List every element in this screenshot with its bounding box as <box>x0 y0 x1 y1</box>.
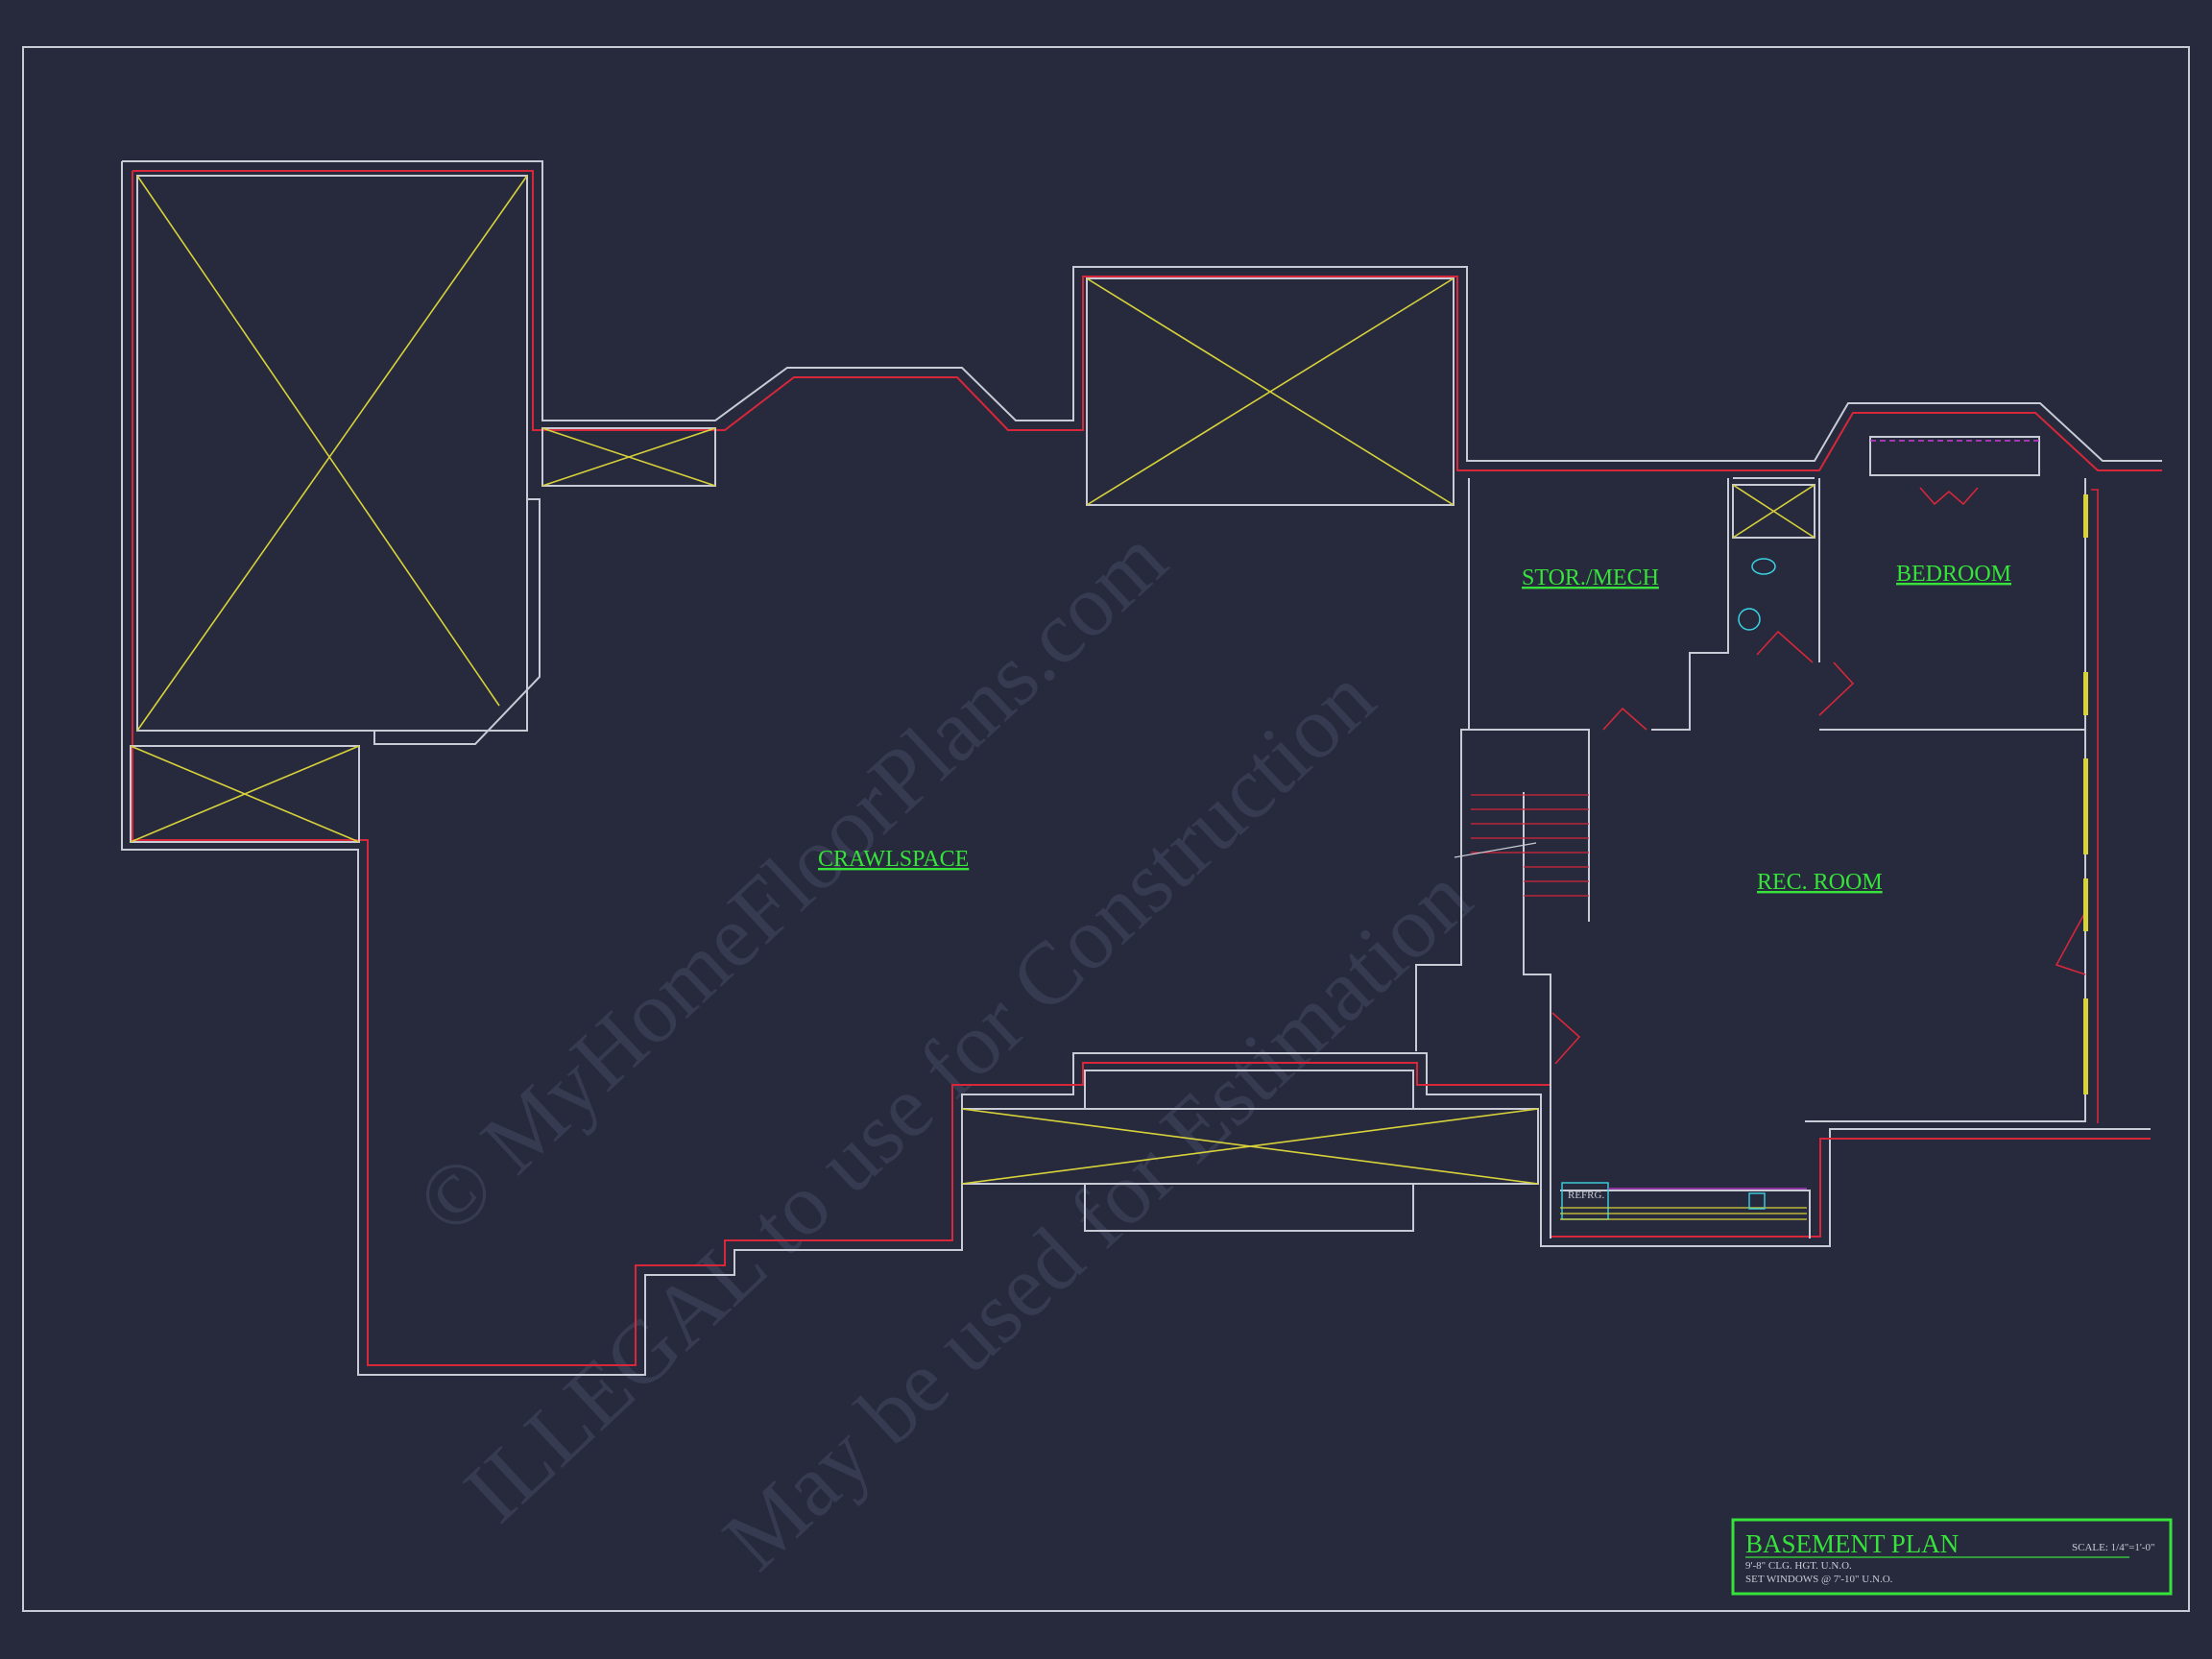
watermark: © MyHomeFloorPlans.com ILLEGAL to use fo… <box>397 510 1489 1589</box>
sink-kitchen-icon <box>1748 1192 1766 1210</box>
room-label-rec-room: REC. ROOM <box>1757 870 1883 895</box>
bath-wall <box>1651 478 1729 731</box>
stair-break-line <box>1454 842 1537 858</box>
left-tall-block-cross-a <box>136 175 500 707</box>
lower-left-block-outline <box>130 745 360 843</box>
bottom-center-block-notch-lower <box>1084 1184 1414 1232</box>
room-label-bedroom: BEDROOM <box>1896 562 2011 587</box>
bedroom-closet-outline <box>1869 436 2040 476</box>
stor-mech-wall <box>1464 729 1590 922</box>
bedroom-closet <box>1869 436 2040 506</box>
sheet-border <box>22 46 2190 1612</box>
bottom-center-block-outline <box>961 1108 1539 1185</box>
bottom-center-block-notch <box>1084 1070 1414 1109</box>
stair-wall <box>1523 792 1551 1238</box>
window <box>2083 878 2088 931</box>
exterior-door <box>2055 911 2086 975</box>
title-block-note-1: 9'-8" CLG. HGT. U.N.O. <box>1745 1560 1852 1572</box>
upper-center-block <box>1086 277 1455 506</box>
stor-mech-door <box>1602 707 1647 731</box>
bottom-center-block <box>961 1070 1539 1232</box>
windows <box>2083 489 2099 1123</box>
stairs <box>1454 794 1589 897</box>
lower-left-block-cross-b <box>130 745 360 843</box>
closet-door-swing <box>1919 487 1979 506</box>
lower-left-block <box>130 745 360 843</box>
room-label-stor-mech: STOR./MECH <box>1522 565 1659 590</box>
window <box>2083 758 2088 854</box>
refrigerator-label: REFRG. <box>1568 1190 1604 1201</box>
rec-room-door <box>1551 1012 1581 1065</box>
toilet-icon <box>1751 558 1776 575</box>
watermark-line-1: © MyHomeFloorPlans.com <box>397 510 1185 1253</box>
outer-wall-outline <box>122 160 2162 462</box>
window <box>2083 672 2088 715</box>
bedroom-door <box>1818 661 1855 716</box>
room-label-crawlspace: CRAWLSPACE <box>818 847 969 872</box>
interior-walls <box>1415 477 2086 1238</box>
bottom-center-block-cross-b <box>961 1108 1539 1185</box>
title-block: BASEMENT PLAN SCALE: 1/4"=1'-0" 9'-8" CL… <box>1731 1518 2173 1596</box>
bath-closet-cross-b <box>1732 484 1815 539</box>
left-tall-block-cross-b <box>136 175 528 732</box>
doors <box>1551 630 2086 1065</box>
title-block-note-2: SET WINDOWS @ 7'-10" U.N.O. <box>1745 1574 1893 1585</box>
window <box>2083 494 2088 538</box>
sink-icon <box>1738 608 1761 631</box>
left-angled-wall <box>373 498 541 745</box>
bath-door <box>1756 630 1814 663</box>
kitchenette-wall <box>1560 1190 1811 1238</box>
title-block-border <box>1731 1518 2173 1596</box>
left-tall-block-outline <box>136 175 528 732</box>
upper-small-block <box>541 427 716 487</box>
window-frame <box>2091 489 2099 1123</box>
left-tall-block <box>136 175 541 745</box>
bath-closet-outline <box>1732 484 1815 539</box>
crawlspace-east-wall <box>1415 478 1470 1051</box>
upper-small-block-cross-b <box>541 427 716 487</box>
upper-center-block-cross-b <box>1086 277 1455 506</box>
kitchenette: REFRG. <box>1560 1182 1807 1220</box>
bath-closet <box>1732 484 1815 631</box>
title-block-title: BASEMENT PLAN <box>1745 1529 1959 1558</box>
bedroom-south-wall <box>1819 478 2086 731</box>
outer-wall-inner <box>132 170 2162 471</box>
outer-wall-left <box>121 161 2151 1376</box>
window <box>2083 998 2088 1094</box>
upper-center-block-outline <box>1086 277 1455 506</box>
title-block-scale: SCALE: 1/4"=1'-0" <box>2072 1542 2155 1553</box>
upper-small-block-outline <box>541 427 716 487</box>
